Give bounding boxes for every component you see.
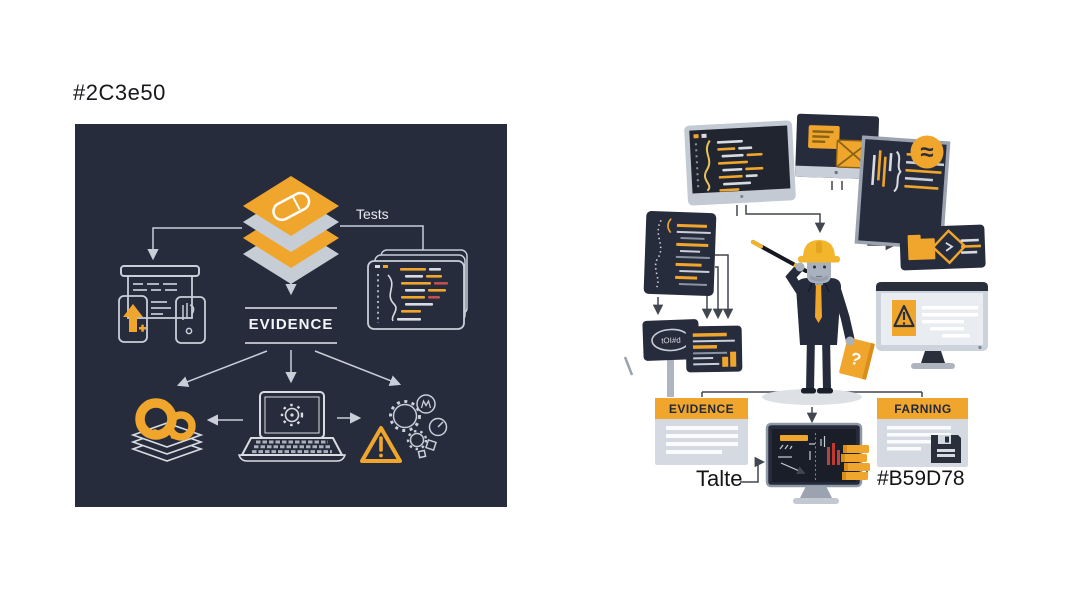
chart-monitor-icon	[765, 422, 870, 504]
hard-hat-icon	[798, 240, 840, 263]
right-arm	[785, 263, 805, 296]
right-scene-art: ≈	[623, 113, 988, 504]
evidence-card	[655, 398, 748, 465]
warning-card	[877, 398, 968, 467]
left-arm	[832, 286, 855, 344]
evidence-label: EVIDENCE	[248, 316, 334, 333]
up-arrow-icon	[123, 304, 146, 332]
tested-sign-icon: tOI#d	[642, 319, 700, 397]
right-hand	[795, 262, 805, 272]
blocks-icon	[841, 445, 870, 480]
caption-right: #B59D78	[877, 467, 965, 490]
evidence-card-title: EVIDENCE	[668, 402, 735, 416]
query-glyphs-icon	[182, 303, 195, 335]
engineer-figure: ?	[751, 240, 875, 394]
stamp-text: tOI#d	[661, 336, 681, 346]
warning-triangle-icon	[360, 426, 402, 463]
tests-layer-stack-icon	[243, 176, 339, 284]
left-flowchart-art	[118, 176, 468, 463]
gears-icon	[389, 394, 448, 459]
folder-card-icon	[899, 224, 986, 271]
code-card-icon	[685, 325, 743, 373]
tie	[815, 281, 822, 323]
mail-screen-icon	[795, 113, 880, 180]
tests-label: Tests	[356, 206, 389, 222]
save-icon	[931, 435, 961, 463]
hex-color-label: #2C3e50	[73, 80, 166, 105]
code-panel-icon	[643, 210, 717, 297]
warning-monitor-icon	[876, 282, 988, 369]
caption-left: Talte	[696, 466, 743, 491]
pill-icon	[272, 191, 311, 222]
money-coins-icon	[130, 398, 204, 462]
warning-card-title: FARNING	[894, 402, 952, 416]
legs	[801, 335, 833, 394]
question-card-icon: ?	[839, 337, 875, 380]
doc-icon	[808, 125, 840, 150]
laptop-gear-icon	[237, 391, 347, 462]
left-hand	[845, 336, 855, 346]
code-window-icon	[367, 249, 468, 330]
presentation-board-icon	[118, 265, 206, 344]
figure-shadow	[762, 389, 862, 405]
code-monitor-icon	[684, 120, 796, 206]
question-mark: ?	[848, 349, 863, 370]
approx-symbol: ≈	[920, 139, 933, 166]
approx-badge-icon: ≈	[910, 135, 944, 169]
